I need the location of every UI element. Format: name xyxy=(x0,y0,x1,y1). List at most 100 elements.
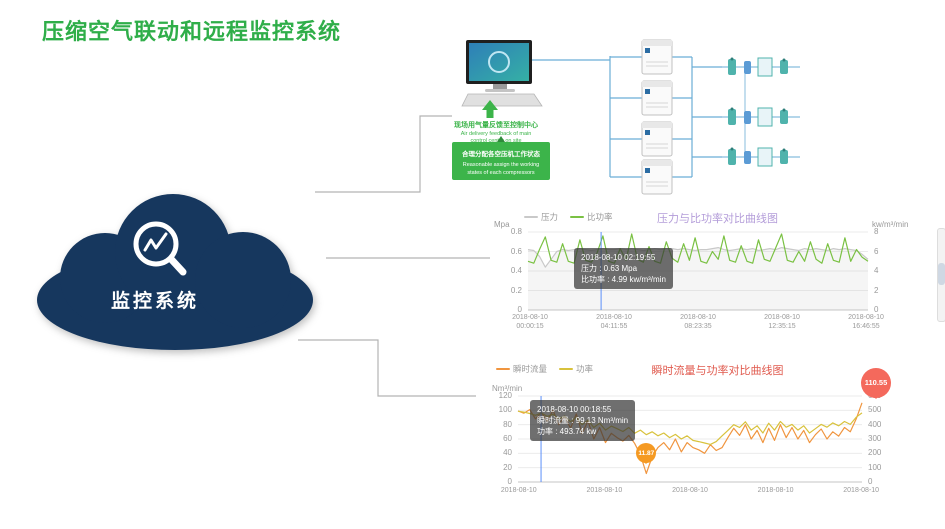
axis-tick-label: 0 xyxy=(874,305,879,314)
badge-label: 110.55 xyxy=(864,378,888,388)
chart-tooltip: 2018-08-10 02:19:55 压力 : 0.63 Mpa 比功率 : … xyxy=(574,248,673,289)
air-treatment-cluster xyxy=(721,57,801,77)
axis-tick-label: 0.6 xyxy=(510,246,522,256)
axis-tick-label: 0.8 xyxy=(510,227,522,236)
legend-marker xyxy=(496,368,510,370)
axis-tick-label: 0 xyxy=(868,476,873,486)
axis-tick-label: 0 xyxy=(517,305,522,314)
legend-item-flow[interactable]: 瞬时流量 xyxy=(496,363,547,375)
compressor-unit xyxy=(641,39,673,75)
svg-text:Reasonable assign the working: Reasonable assign the working xyxy=(463,162,539,168)
max-value-badge: 110.55 xyxy=(861,367,891,398)
flow-power-chart: 瞬时流量 功率 瞬时流量与功率对比曲线图 Nm³/min 120 100 80 60 4… xyxy=(490,360,945,528)
axis-tick-label: 20 xyxy=(503,462,512,472)
legend-item-specific-power[interactable]: 比功率 xyxy=(570,211,613,223)
legend-label: 功率 xyxy=(576,364,594,374)
y-axis-left: 0.8 0.6 0.4 0.2 0 xyxy=(490,228,522,314)
magnifier-chart-icon xyxy=(133,221,187,276)
axis-tick-label: 120 xyxy=(498,391,512,400)
axis-tick-label: 80 xyxy=(503,419,512,429)
axis-tick-label: 6 xyxy=(874,246,879,256)
tooltip-row: 压力 : 0.63 Mpa xyxy=(581,264,638,273)
assign-box: 合理分配各空压机工作状态 Reasonable assign the worki… xyxy=(452,136,550,180)
datazoom-slider[interactable] xyxy=(937,228,945,322)
compressor-units xyxy=(641,39,673,195)
x-axis-tick-label: 2018-08-10 xyxy=(672,487,708,494)
cloud-label: 监控系统 xyxy=(110,291,199,312)
legend-item-pressure[interactable]: 压力 xyxy=(524,211,558,223)
y-axis-left: 120 100 80 60 40 20 0 xyxy=(490,392,512,486)
y-axis-right: 6005004003002001000 xyxy=(868,392,898,486)
chart-title: 压力与比功率对比曲线图 xyxy=(657,213,778,225)
x-axis-tick-label: 2018-08-10 xyxy=(757,487,794,494)
axis-tick-label: 200 xyxy=(868,448,882,458)
axis-tick-label: 2 xyxy=(874,285,879,295)
compressor-unit xyxy=(641,121,673,157)
chart-legend: 瞬时流量 功率 xyxy=(496,363,593,375)
tooltip-time: 2018-08-10 00:18:55 xyxy=(537,405,612,414)
svg-text:Air delivery feedback of main: Air delivery feedback of main xyxy=(461,131,532,137)
tooltip-row: 功率 : 493.74 kw xyxy=(537,427,597,436)
legend-label: 压力 xyxy=(541,212,559,222)
axis-tick-label: 4 xyxy=(874,266,879,275)
air-treatment-clusters xyxy=(721,57,801,167)
y-axis-unit-left: Mpa xyxy=(494,220,510,229)
monitoring-cloud: 监控系统 xyxy=(35,190,315,355)
axis-tick-label: 8 xyxy=(874,227,879,236)
tooltip-time: 2018-08-10 02:19:55 xyxy=(581,253,656,262)
axis-tick-label: 400 xyxy=(868,419,882,429)
svg-text:现场用气量反馈至控制中心: 现场用气量反馈至控制中心 xyxy=(454,120,538,129)
axis-tick-label: 100 xyxy=(868,462,882,472)
min-value-badge: 11.87 xyxy=(636,443,657,464)
y-axis-unit-right: kw/m³/min xyxy=(872,220,909,229)
y-axis-right: 8 6 4 2 0 xyxy=(874,228,904,314)
legend-marker xyxy=(570,216,585,218)
x-axis-tick-label: 2018-08-10 xyxy=(586,487,623,494)
axis-tick-label: 60 xyxy=(503,433,512,443)
chart-legend: 压力 比功率 xyxy=(524,211,613,223)
datazoom-handle[interactable] xyxy=(938,263,945,285)
feedback-label: 现场用气量反馈至控制中心 Air delivery feedback of ma… xyxy=(454,120,538,144)
legend-marker xyxy=(559,368,574,370)
cloud-shape xyxy=(37,194,313,350)
axis-tick-label: 0.4 xyxy=(510,266,522,275)
legend-item-power[interactable]: 功率 xyxy=(559,363,593,375)
compressor-unit xyxy=(641,159,673,195)
y-axis-unit-left: Nm³/min xyxy=(492,384,523,393)
chart-tooltip: 2018-08-10 00:18:55 瞬时流量 : 99.13 Nm³/min… xyxy=(530,400,636,441)
chart-title: 瞬时流量与功率对比曲线图 xyxy=(651,365,784,377)
feedback-arrow-icon xyxy=(482,100,498,118)
x-axis: 2018-08-10 2018-08-10 2018-08-10 2018-08-10… xyxy=(476,486,904,495)
tooltip-row: 瞬时流量 : 99.13 Nm³/min xyxy=(537,416,629,425)
air-treatment-cluster xyxy=(721,147,801,167)
legend-label: 瞬时流量 xyxy=(513,364,548,374)
legend-marker xyxy=(524,216,538,218)
system-diagram: 现场用气量反馈至控制中心 Air delivery feedback of ma… xyxy=(430,32,945,207)
tooltip-row: 比功率 : 4.99 kw/m³/min xyxy=(581,275,666,284)
svg-text:states of each compressors: states of each compressors xyxy=(467,170,535,176)
axis-tick-label: 0 xyxy=(507,476,512,486)
svg-text:合理分配各空压机工作状态: 合理分配各空压机工作状态 xyxy=(461,149,541,158)
compressor-unit xyxy=(641,80,673,116)
legend-label: 比功率 xyxy=(587,212,613,222)
piping-lines xyxy=(532,56,746,178)
x-axis-tick-label: 2018-08-10 xyxy=(843,487,880,494)
badge-label: 11.87 xyxy=(638,449,655,457)
x-axis-tick-label: 2018-08-10 xyxy=(500,487,537,494)
axis-tick-label: 100 xyxy=(498,405,512,415)
page-title: 压缩空气联动和远程监控系统 xyxy=(42,19,342,44)
axis-tick-label: 40 xyxy=(503,448,512,458)
axis-tick-label: 500 xyxy=(868,405,882,415)
axis-tick-label: 0.2 xyxy=(510,285,522,295)
axis-tick-label: 300 xyxy=(868,433,882,443)
svg-text:control center on site: control center on site xyxy=(470,138,521,144)
air-treatment-cluster xyxy=(721,107,801,127)
